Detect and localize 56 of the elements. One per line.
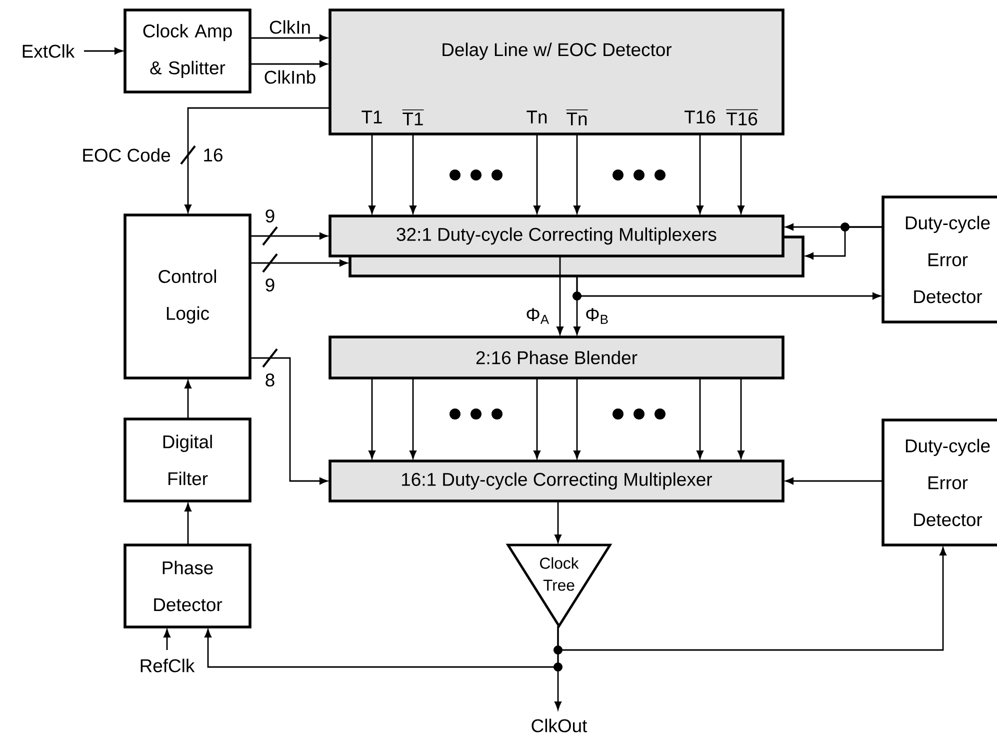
arrow bbox=[557, 547, 946, 651]
arrow bbox=[805, 226, 883, 260]
arrow bbox=[164, 629, 170, 650]
arrow bbox=[250, 34, 328, 42]
arrow bbox=[574, 134, 580, 214]
bus-width: 8 bbox=[266, 373, 274, 387]
signal-label: ClkOut bbox=[532, 718, 588, 732]
arrow bbox=[554, 501, 562, 543]
arrow bbox=[534, 378, 540, 459]
bus-width: 16 bbox=[204, 148, 222, 162]
arrow bbox=[556, 256, 564, 335]
edge-label: Φ$_{A}$ bbox=[524, 306, 552, 326]
block-bar: 2:16 Phase Blender bbox=[328, 336, 784, 380]
arrow bbox=[368, 378, 376, 459]
pin-label: $\overline{\text{T16}}$ bbox=[726, 110, 758, 126]
block-box: Duty-cycle Error Detector bbox=[882, 418, 997, 546]
stacked-block-bar: 32:1 Duty-cycle Correcting Multiplexers bbox=[328, 214, 804, 278]
arrow bbox=[84, 48, 123, 54]
arrow bbox=[250, 60, 328, 68]
arrow bbox=[204, 626, 559, 668]
signal-label: RefClk bbox=[140, 658, 195, 672]
bus-width: 9 bbox=[266, 278, 274, 292]
arrow bbox=[368, 134, 376, 214]
signal-label: ExtClk bbox=[22, 44, 75, 58]
arrow bbox=[574, 378, 580, 459]
arrow bbox=[534, 134, 540, 214]
arrow bbox=[250, 357, 328, 484]
edge-label: ClkIn bbox=[267, 18, 313, 36]
arrow bbox=[785, 478, 883, 484]
arrow bbox=[696, 134, 704, 214]
arrow bbox=[250, 232, 328, 240]
block-box: Control Logic bbox=[124, 214, 252, 380]
edge-label: Φ$_{B}$ bbox=[583, 306, 612, 326]
bus-width: 9 bbox=[266, 209, 274, 223]
pin-label: Tn bbox=[526, 110, 547, 124]
block-box: Phase Detector bbox=[124, 544, 252, 628]
arrow bbox=[738, 378, 744, 459]
arrow bbox=[410, 134, 416, 214]
arrow bbox=[184, 503, 192, 545]
block-bar: 16:1 Duty-cycle Correcting Multiplexer bbox=[328, 460, 784, 502]
arrow bbox=[410, 378, 416, 459]
edge-label: ClkInb bbox=[262, 68, 318, 86]
arrow bbox=[738, 134, 744, 214]
block-box: Clock Amp & Splitter bbox=[124, 8, 252, 94]
edge-label: EOC Code bbox=[80, 146, 173, 164]
pin-label: T16 bbox=[684, 110, 716, 124]
pin-label: $\overline{\text{Tn}}$ bbox=[566, 110, 588, 126]
arrow bbox=[184, 107, 330, 213]
pin-label: $\overline{\text{T1}}$ bbox=[402, 110, 424, 126]
arrow bbox=[250, 260, 348, 266]
block-box: Digital Filter bbox=[124, 418, 252, 502]
arrow bbox=[696, 378, 704, 459]
pin-label: T1 bbox=[362, 110, 382, 124]
block-box: Duty-cycle Error Detector bbox=[882, 196, 997, 324]
arrow bbox=[184, 380, 192, 419]
arrow bbox=[576, 276, 881, 300]
